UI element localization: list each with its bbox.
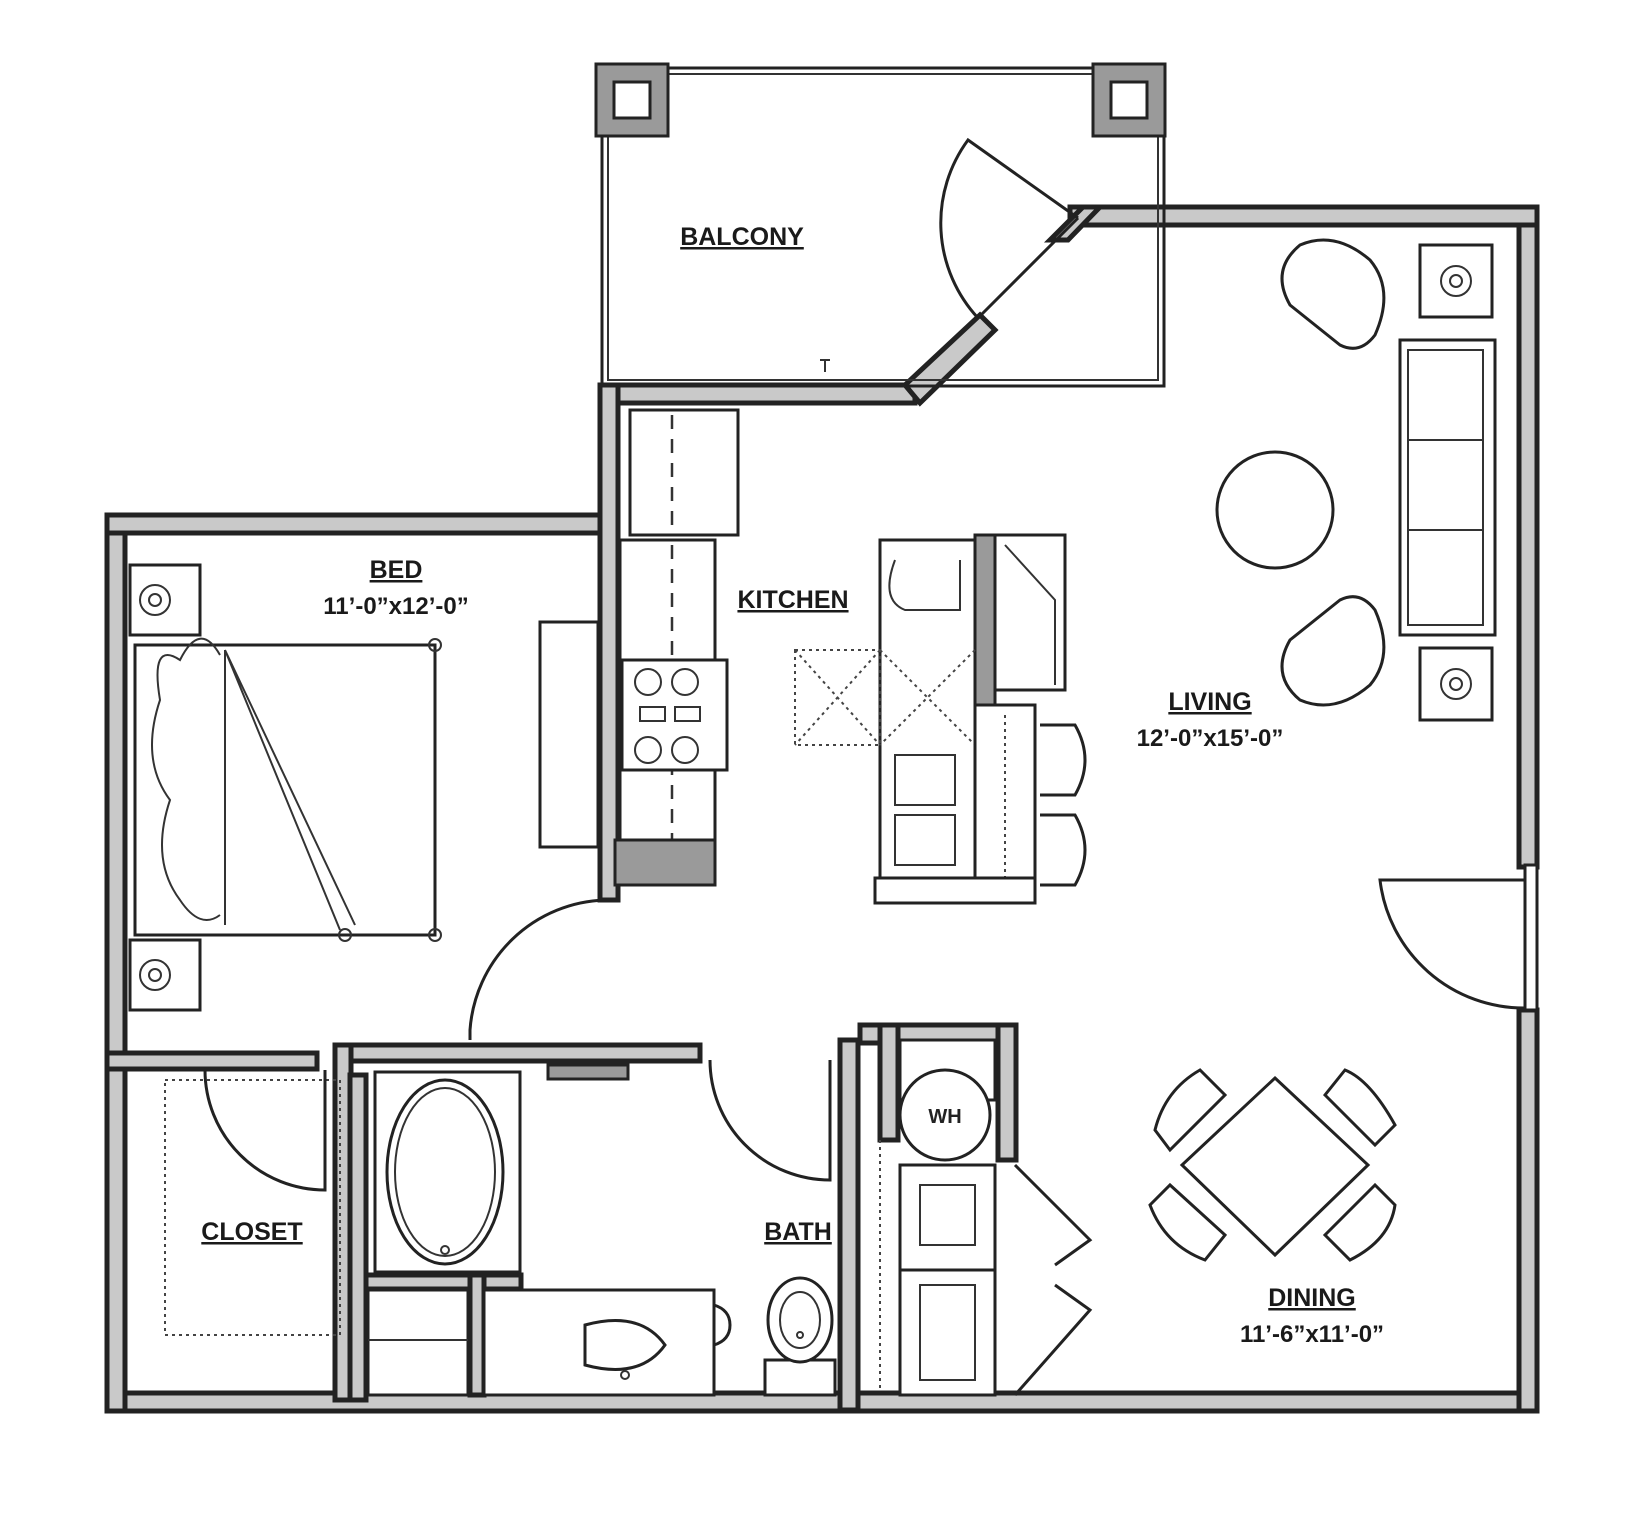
bedroom [128,563,612,1040]
bed-dimensions: 11’-0”x12’-0” [323,593,468,620]
armchair-bottom [1280,595,1386,707]
dining-chair-1 [1153,1068,1228,1153]
bath-door [708,1059,832,1182]
bifold-door-upper [1013,1163,1093,1267]
bifold-door-lower [1013,1283,1093,1396]
bath-label: BATH [764,1218,832,1246]
end-table-top [1418,243,1494,319]
balcony-post-right [1091,62,1167,138]
kitchen-label: KITCHEN [737,586,848,614]
end-table-bottom [1418,646,1494,722]
interior-walls [104,1022,1019,1413]
living-label: LIVING [1168,688,1251,716]
bathtub [373,1070,522,1274]
dining-table [1179,1075,1371,1258]
balcony-label: BALCONY [680,223,804,251]
closet-door [203,1069,327,1192]
living-room [1215,238,1539,1012]
dining-chair-2 [1322,1068,1397,1148]
armchair-top [1280,238,1386,350]
sofa [1398,338,1497,637]
vanity-sink [482,1288,716,1397]
bath [366,1059,837,1397]
bar-stool-2 [1040,813,1087,887]
bed-label: BED [370,556,423,584]
balcony-door [939,137,1080,320]
stove [620,658,729,772]
living-dimensions: 12’-0”x15’-0” [1137,725,1284,752]
balcony-post-left [594,62,670,138]
water-heater [898,1068,992,1162]
kitchen-island [794,533,1067,905]
room-labels: BALCONY BED 11’-0”x12’-0” KITCHEN LIVING… [201,223,1384,1348]
entry-door [1378,878,1526,1010]
refrigerator [628,408,740,537]
water-heater-label: WH [928,1106,961,1128]
coffee-table [1215,450,1335,570]
nightstand-bottom [128,938,202,1012]
dresser [538,620,600,849]
bed [133,637,442,942]
nightstand-top [128,563,202,637]
closet-label: CLOSET [201,1218,302,1246]
balcony [594,62,1167,388]
closet [164,1069,341,1336]
washer-dryer [898,1163,997,1397]
kitchen [613,408,1087,905]
utility: WH [879,1038,1093,1397]
toilet [763,1276,837,1397]
bar-stool-1 [1040,723,1087,797]
dining-chair-4 [1148,1182,1228,1262]
bedroom-door [468,898,612,1040]
dining [1148,1068,1397,1262]
dining-dimensions: 11’-6”x11’-0” [1240,1321,1384,1348]
dining-chair-3 [1322,1182,1397,1262]
dining-label: DINING [1268,1284,1356,1312]
